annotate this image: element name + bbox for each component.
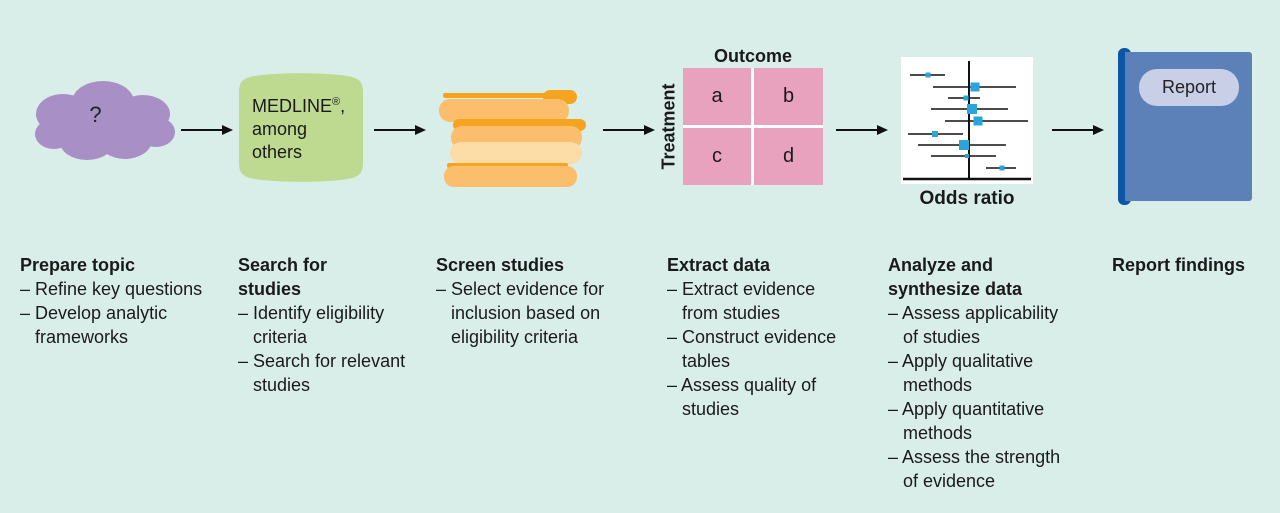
table-outcome-label: Outcome [713,46,792,66]
step-heading: Analyze and synthesize data [888,255,1023,299]
database-comma: , [340,96,346,116]
database-label: MEDLINE®, among others [252,91,345,164]
step-bullet: – Apply quantitative methods [888,399,1045,443]
step-bullet: – Refine key questions [20,279,203,299]
step-heading: Extract data [667,255,771,275]
step-bullet: – Apply qualitative methods [888,351,1034,395]
database-label-rest: among others [252,119,308,162]
step-column-search-for-studies: Search for studies – Identify eligibilit… [238,253,438,397]
step-column-analyze-synthesize: Analyze and synthesize data – Assess app… [888,253,1090,493]
contingency-table: Outcome Treatment a b c d [656,46,823,185]
flow-arrow-icon [603,125,655,135]
question-mark-label: ? [89,102,102,127]
flow-arrow-icon [1052,125,1104,135]
table-cells: a b c d [683,68,823,185]
registered-mark: ® [332,96,341,108]
step-bullet: – Assess quality of studies [667,375,817,419]
book-stack-shape [439,90,586,187]
database-cylinder-icon: MEDLINE®, among others [239,70,363,185]
cloud-shape [35,81,175,160]
flow-arrow-icon [374,125,426,135]
step-bullet: – Identify eligibility criteria [238,303,385,347]
step-heading: Prepare topic [20,255,136,275]
step-column-screen-studies: Screen studies – Select evidence for inc… [436,253,636,349]
odds-ratio-label: Odds ratio [919,188,1015,209]
database-name: MEDLINE [252,96,333,116]
flow-arrow-icon [181,125,233,135]
step-heading: Screen studies [436,255,565,275]
table-cell-d: d [754,128,823,185]
forest-plot-chart [901,57,1033,184]
step-bullet: – Extract evidence from studies [667,279,816,323]
step-bullet: – Select evidence for inclusion based on… [436,279,605,347]
step-heading: Report findings [1112,255,1245,275]
step-column-report-findings: Report findings [1112,253,1277,277]
question-cloud-icon: ? [33,74,176,162]
table-cell-b: b [754,68,823,125]
step-bullet: – Construct evidence tables [667,327,837,371]
table-cell-a: a [683,68,751,125]
step-heading: Search for studies [238,255,328,299]
step-bullet: – Develop analytic frameworks [20,303,168,347]
forest-plot: Odds ratio [901,57,1033,210]
report-book-icon: Report [1118,48,1252,205]
step-bullet: – Search for relevant studies [238,351,406,395]
step-bullet: – Assess the strength of evidence [888,447,1061,491]
table-cell-c: c [683,128,751,185]
treatment-label-text: Treatment [658,83,679,170]
step-column-extract-data: Extract data – Extract evidence from stu… [667,253,865,421]
flow-arrow-icon [836,125,888,135]
report-label-badge: Report [1139,69,1239,106]
table-treatment-label: Treatment [656,68,682,185]
cylinder-shape [239,73,363,182]
book-stack-icon [437,86,589,190]
report-label-text: Report [1161,77,1217,97]
step-bullet: – Assess applicability of studies [888,303,1059,347]
step-column-prepare-topic: Prepare topic – Refine key questions – D… [20,253,232,349]
